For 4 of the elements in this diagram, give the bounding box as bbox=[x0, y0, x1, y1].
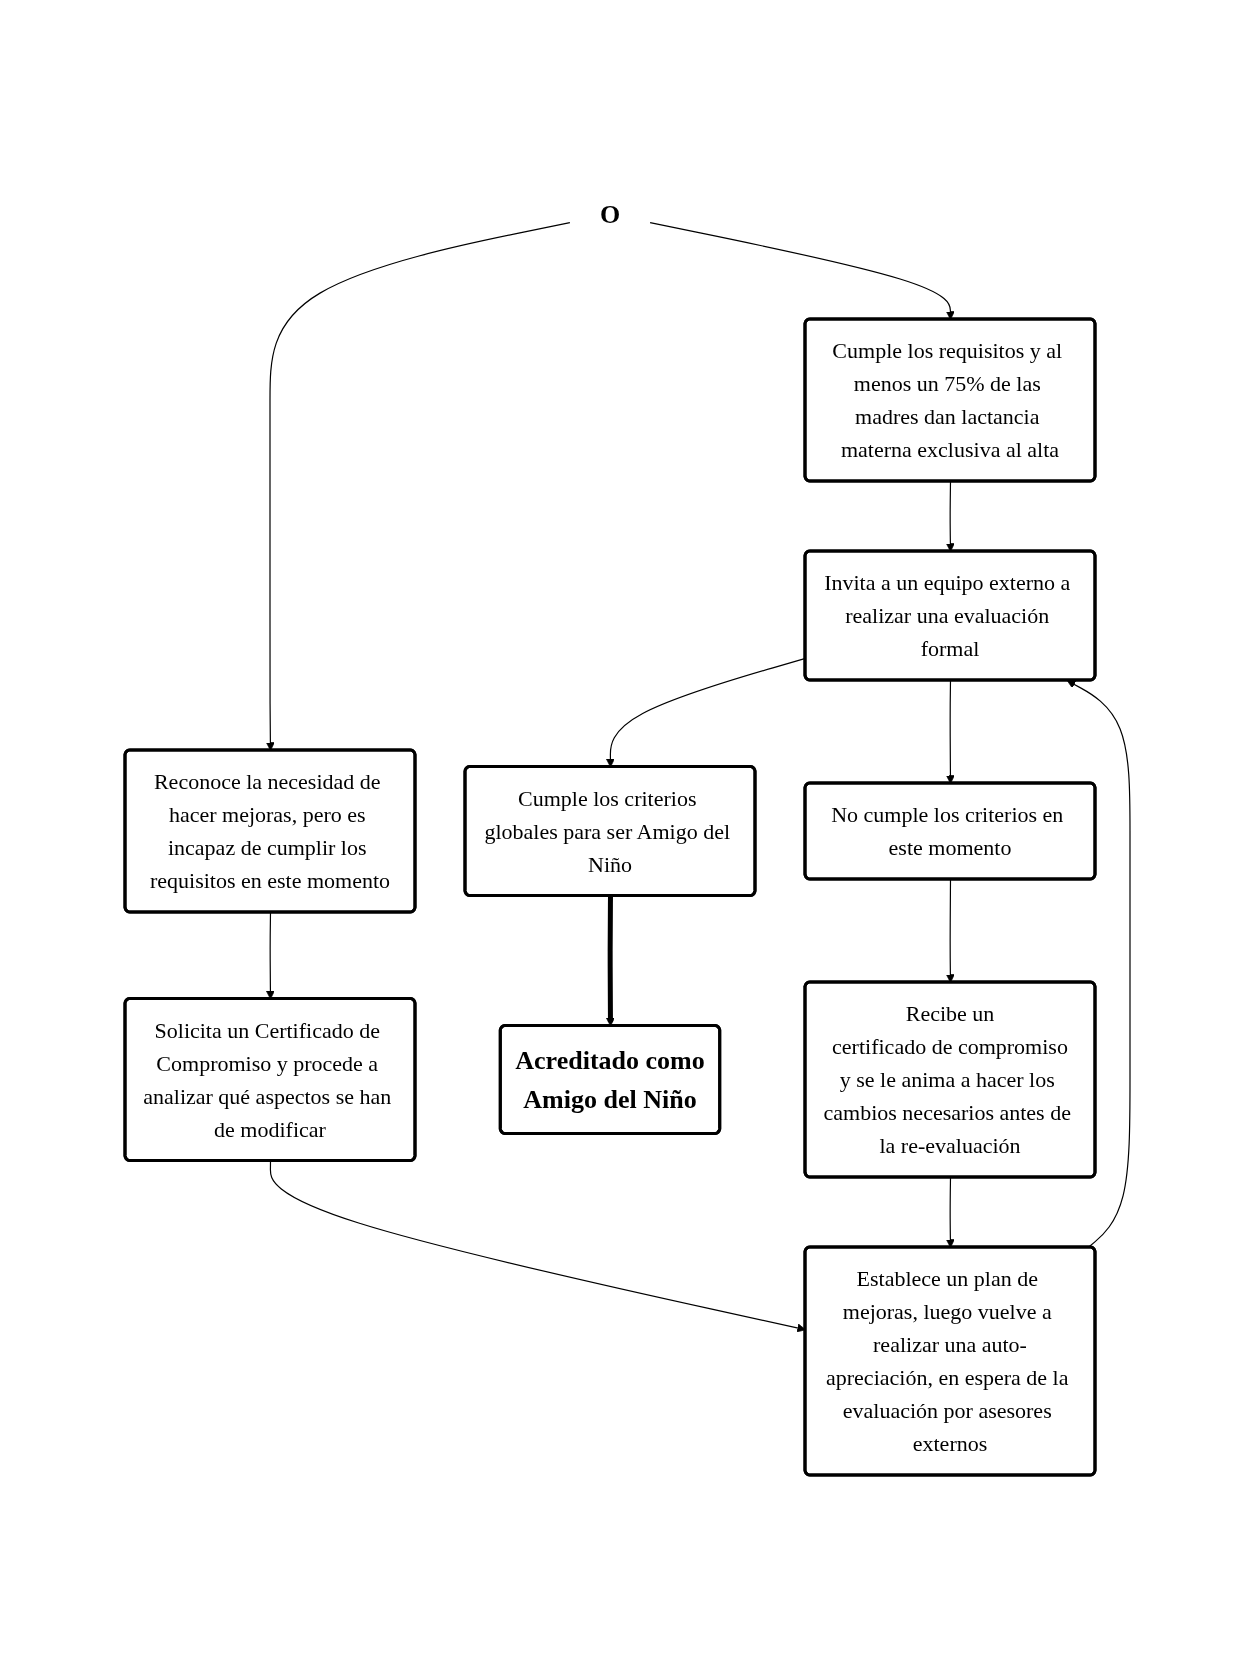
node-text: O bbox=[599, 200, 620, 229]
arrow bbox=[649, 222, 955, 320]
arrow bbox=[265, 222, 570, 751]
arrow bbox=[1066, 680, 1131, 1249]
